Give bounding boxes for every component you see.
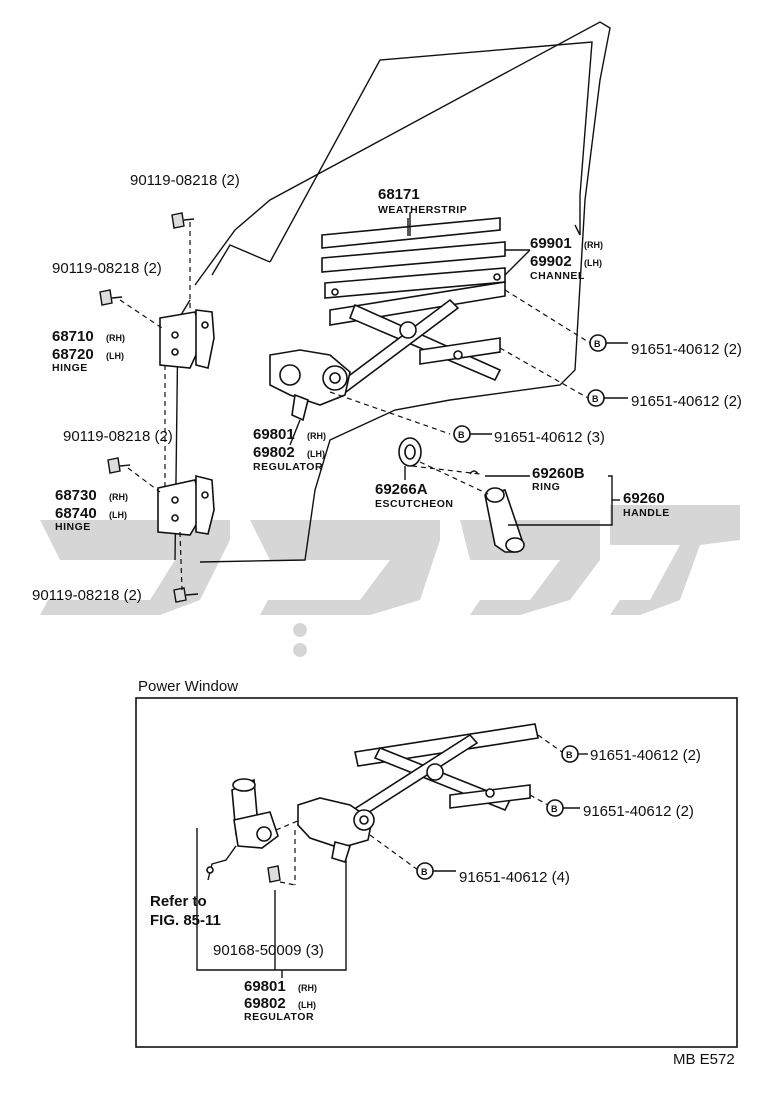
weatherstrip-name: WEATHERSTRIP <box>378 204 467 216</box>
power-regulator-mechanism <box>297 723 539 863</box>
b-mark: B <box>458 430 465 440</box>
rh-tag: (RH) <box>109 492 128 502</box>
rh-tag: (RH) <box>584 240 603 250</box>
power-regulator-lh-number: 69802 <box>244 995 286 1012</box>
bolt-label: 90119-08218 (2) <box>52 260 162 277</box>
escutcheon <box>398 437 422 467</box>
b-mark: B <box>594 339 601 349</box>
lh-tag: (LH) <box>307 449 325 459</box>
window-handle <box>469 470 525 553</box>
regulator-name: REGULATOR <box>253 461 323 473</box>
bolt-label: 91651-40612 (2) <box>631 341 742 358</box>
screw-label: 90168-50009 (3) <box>213 942 324 959</box>
weatherstrip-part-number: 68171 <box>378 186 420 203</box>
bolt-icon <box>107 457 131 474</box>
hinge-lower-rh-number: 68730 <box>55 487 97 504</box>
handle-name: HANDLE <box>623 507 670 519</box>
power-regulator-name: REGULATOR <box>244 1011 314 1023</box>
leader-lines <box>119 222 591 591</box>
hinge-upper-lh-number: 68720 <box>52 346 94 363</box>
rh-tag: (RH) <box>106 333 125 343</box>
ring-name: RING <box>532 481 560 493</box>
weatherstrip <box>321 212 501 249</box>
b-mark: B <box>592 394 599 404</box>
rh-tag: (RH) <box>307 431 326 441</box>
bolt-icon <box>99 289 123 306</box>
bolt-label: 90119-08218 (2) <box>63 428 173 445</box>
regulator-lh-number: 69802 <box>253 444 295 461</box>
rh-tag: (RH) <box>298 983 317 993</box>
refer-text-line2: FIG. 85-11 <box>150 912 221 929</box>
hinge-lower <box>157 474 215 536</box>
power-leader-lines <box>196 734 563 978</box>
bolt-icon <box>173 587 199 603</box>
power-regulator-rh-number: 69801 <box>244 978 286 995</box>
channel-name: CHANNEL <box>530 270 585 282</box>
ring-number: 69260B <box>532 465 585 482</box>
channel-lh-number: 69902 <box>530 253 572 270</box>
power-window-title: Power Window <box>138 678 238 695</box>
solid-leaders <box>289 218 620 526</box>
lh-tag: (LH) <box>109 510 127 520</box>
refer-text-line1: Refer to <box>150 893 207 910</box>
bolt-label: 91651-40612 (3) <box>494 429 605 446</box>
bolt-label: 91651-40612 (2) <box>583 803 694 820</box>
escutcheon-name: ESCUTCHEON <box>375 498 454 510</box>
handle-number: 69260 <box>623 490 665 507</box>
hinge-upper-rh-number: 68710 <box>52 328 94 345</box>
hinge-lower-name: HINGE <box>55 521 91 533</box>
motor-assembly <box>206 778 279 881</box>
channel-rh-number: 69901 <box>530 235 572 252</box>
bolt-label: 91651-40612 (2) <box>590 747 701 764</box>
bolt-icon <box>171 212 195 229</box>
lh-tag: (LH) <box>298 1000 316 1010</box>
watermark-logo <box>40 505 740 657</box>
figure-code: MB E572 <box>673 1051 735 1068</box>
bolt-label: 91651-40612 (4) <box>459 869 570 886</box>
hinge-lower-lh-number: 68740 <box>55 505 97 522</box>
hinge-upper <box>159 309 215 369</box>
bolt-label: 90119-08218 (2) <box>32 587 142 604</box>
screw-icon <box>267 865 281 883</box>
regulator-rh-number: 69801 <box>253 426 295 443</box>
b-mark: B <box>421 867 428 877</box>
bolt-label: 91651-40612 (2) <box>631 393 742 410</box>
b-mark: B <box>551 804 558 814</box>
escutcheon-number: 69266A <box>375 481 428 498</box>
lh-tag: (LH) <box>584 258 602 268</box>
bolt-label: 90119-08218 (2) <box>130 172 240 189</box>
hinge-upper-name: HINGE <box>52 362 88 374</box>
lh-tag: (LH) <box>106 351 124 361</box>
regulator-mechanism <box>269 281 506 422</box>
b-mark: B <box>566 750 573 760</box>
power-window-frame <box>135 697 738 1048</box>
